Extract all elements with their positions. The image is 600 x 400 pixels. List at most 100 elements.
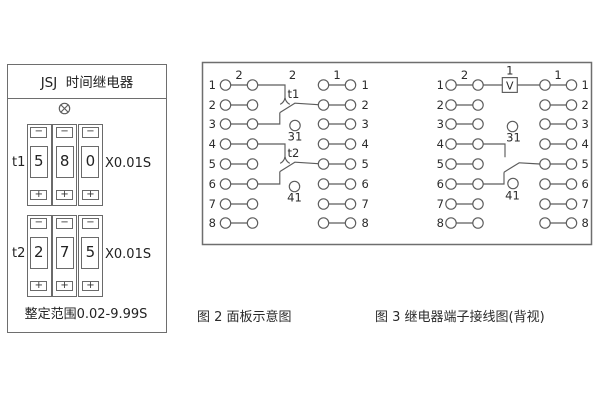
svg-text:3: 3 <box>582 117 589 131</box>
fig3-top-label-right: 1 <box>554 68 561 82</box>
terminal-icon <box>246 118 259 130</box>
terminal-icon <box>445 118 457 130</box>
terminal-icon <box>219 99 232 111</box>
panel-title: JSJ 时间继电器 <box>40 75 134 91</box>
svg-text:3: 3 <box>437 117 444 131</box>
terminal-icon <box>565 138 578 150</box>
terminal-icon <box>246 198 259 210</box>
terminal-icon <box>445 178 457 190</box>
t1-digit-wheels: − 5 + − 8 + − 0 + <box>26 123 104 206</box>
svg-text:8: 8 <box>437 216 444 230</box>
terminal-icon <box>219 217 232 229</box>
terminal-31-icon <box>506 120 519 133</box>
t1-multiplier: X0.01S <box>105 156 152 171</box>
table-row: 7 <box>437 197 484 211</box>
fig2-left-terminal-rows: 1 2 3 4 5 6 7 8 <box>209 78 259 230</box>
terminal-icon <box>472 118 484 130</box>
relay-front-panel: JSJ 时间继电器 t1 − 5 + − 8 + − 0 + <box>7 64 167 333</box>
table-row: 1 <box>317 78 369 92</box>
table-row: 4 <box>209 137 259 151</box>
minus-button: − <box>30 127 48 138</box>
table-row: 2 <box>539 98 589 112</box>
t2-wheel-3: − 5 + <box>78 214 104 297</box>
fig3-top-label-middle: 1 <box>506 64 513 78</box>
terminal-icon <box>565 217 578 229</box>
minus-button: − <box>81 127 99 138</box>
plus-button: + <box>81 280 99 291</box>
svg-text:5: 5 <box>209 157 216 171</box>
table-row: 6 <box>317 177 369 191</box>
terminal-icon <box>472 178 484 190</box>
svg-text:1: 1 <box>362 78 369 92</box>
terminal-icon <box>472 198 484 210</box>
table-row: 2 <box>317 98 369 112</box>
fig3-left-terminal-rows: 1 2 3 4 5 6 7 8 <box>437 78 484 230</box>
svg-text:8: 8 <box>362 216 369 230</box>
terminal-icon <box>344 198 357 210</box>
t2-wheel-2: − 7 + <box>52 214 78 297</box>
table-row: 2 <box>437 98 484 112</box>
svg-text:5: 5 <box>582 157 589 171</box>
terminal-icon <box>246 79 259 91</box>
terminal-icon <box>219 79 232 91</box>
terminal-icon <box>539 158 551 170</box>
setting-range-text: 整定范围0.02-9.99S <box>24 307 148 322</box>
t1-digit-hundreds: 5 <box>29 146 48 178</box>
terminal-icon <box>445 79 457 91</box>
fig3-contact <box>483 143 540 185</box>
table-row: 7 <box>317 197 369 211</box>
svg-text:1: 1 <box>209 78 216 92</box>
figure2-caption: 图 2 面板示意图 <box>197 310 292 325</box>
terminal-41-label: 41 <box>287 191 302 205</box>
table-row: 2 <box>209 98 259 112</box>
t2-multiplier: X0.01S <box>105 247 152 262</box>
figure2-diagram: 2 2 1 1 2 3 4 5 6 7 8 1 2 3 4 5 6 <box>209 68 369 230</box>
table-row: 3 <box>317 117 369 131</box>
title-divider <box>8 97 166 99</box>
terminal-icon <box>219 118 232 130</box>
terminal-icon <box>344 99 357 111</box>
terminal-icon <box>445 217 457 229</box>
svg-text:7: 7 <box>362 197 369 211</box>
terminal-31-label: 31 <box>506 131 521 145</box>
table-row: 3 <box>437 117 484 131</box>
terminal-icon <box>565 99 578 111</box>
terminal-icon <box>344 178 357 190</box>
fig2-right-terminal-rows: 1 2 3 4 5 6 7 8 <box>317 78 369 230</box>
fig3-voltage-coil: V <box>483 77 540 93</box>
terminal-icon <box>445 99 457 111</box>
table-row: 6 <box>209 177 259 191</box>
svg-text:1: 1 <box>437 78 444 92</box>
t2-digit-wheels: − 2 + − 7 + − 5 + <box>26 214 104 297</box>
terminal-icon <box>246 158 259 170</box>
table-row: 6 <box>539 177 589 191</box>
svg-text:1: 1 <box>582 78 589 92</box>
fig2-top-label-left: 2 <box>235 68 242 82</box>
svg-text:7: 7 <box>209 197 216 211</box>
t2-wheel-1: − 2 + <box>26 214 52 297</box>
t1-contact-label: t1 <box>288 87 300 101</box>
fig2-t1-contact: t1 <box>257 84 319 125</box>
terminal-31-label: 31 <box>288 130 303 144</box>
minus-button: − <box>56 127 74 138</box>
minus-button: − <box>56 218 74 229</box>
svg-text:2: 2 <box>437 98 444 112</box>
t1-digit-tens: 8 <box>55 146 74 178</box>
t2-digit-units: 5 <box>81 237 100 269</box>
svg-text:6: 6 <box>437 177 444 191</box>
terminal-icon <box>246 178 259 190</box>
terminal-icon <box>317 138 330 150</box>
table-row: 1 <box>209 78 259 92</box>
terminal-icon <box>317 79 330 91</box>
diagram-border <box>201 61 593 246</box>
terminal-icon <box>472 138 484 150</box>
table-row: 8 <box>539 216 589 230</box>
terminal-icon <box>219 178 232 190</box>
table-row: 5 <box>317 157 369 171</box>
terminal-icon <box>472 158 484 170</box>
svg-text:7: 7 <box>437 197 444 211</box>
t2-digit-hundreds: 2 <box>29 237 48 269</box>
terminal-icon <box>565 118 578 130</box>
table-row: 1 <box>437 78 484 92</box>
